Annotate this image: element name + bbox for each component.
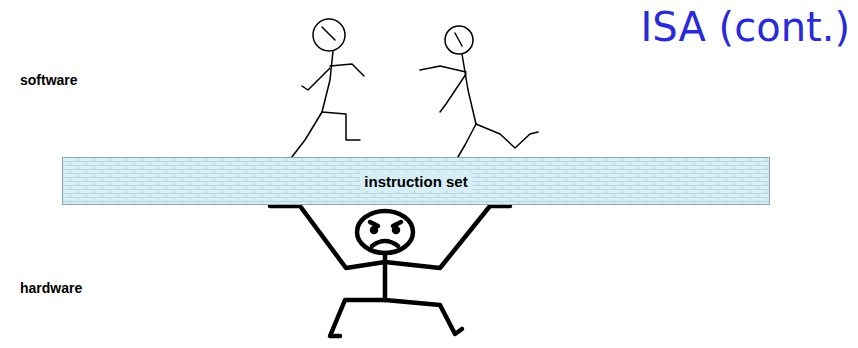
- instruction-band: instruction set: [62, 157, 770, 205]
- stick-figure: [288, 19, 364, 162]
- layer-label: hardware: [20, 280, 82, 296]
- stick-figure: [420, 26, 538, 162]
- layer-label: software: [20, 72, 78, 88]
- stick-figure-holding: [270, 206, 510, 336]
- slide-title: ISA (cont.): [641, 4, 850, 50]
- band-text: instruction set: [360, 172, 471, 191]
